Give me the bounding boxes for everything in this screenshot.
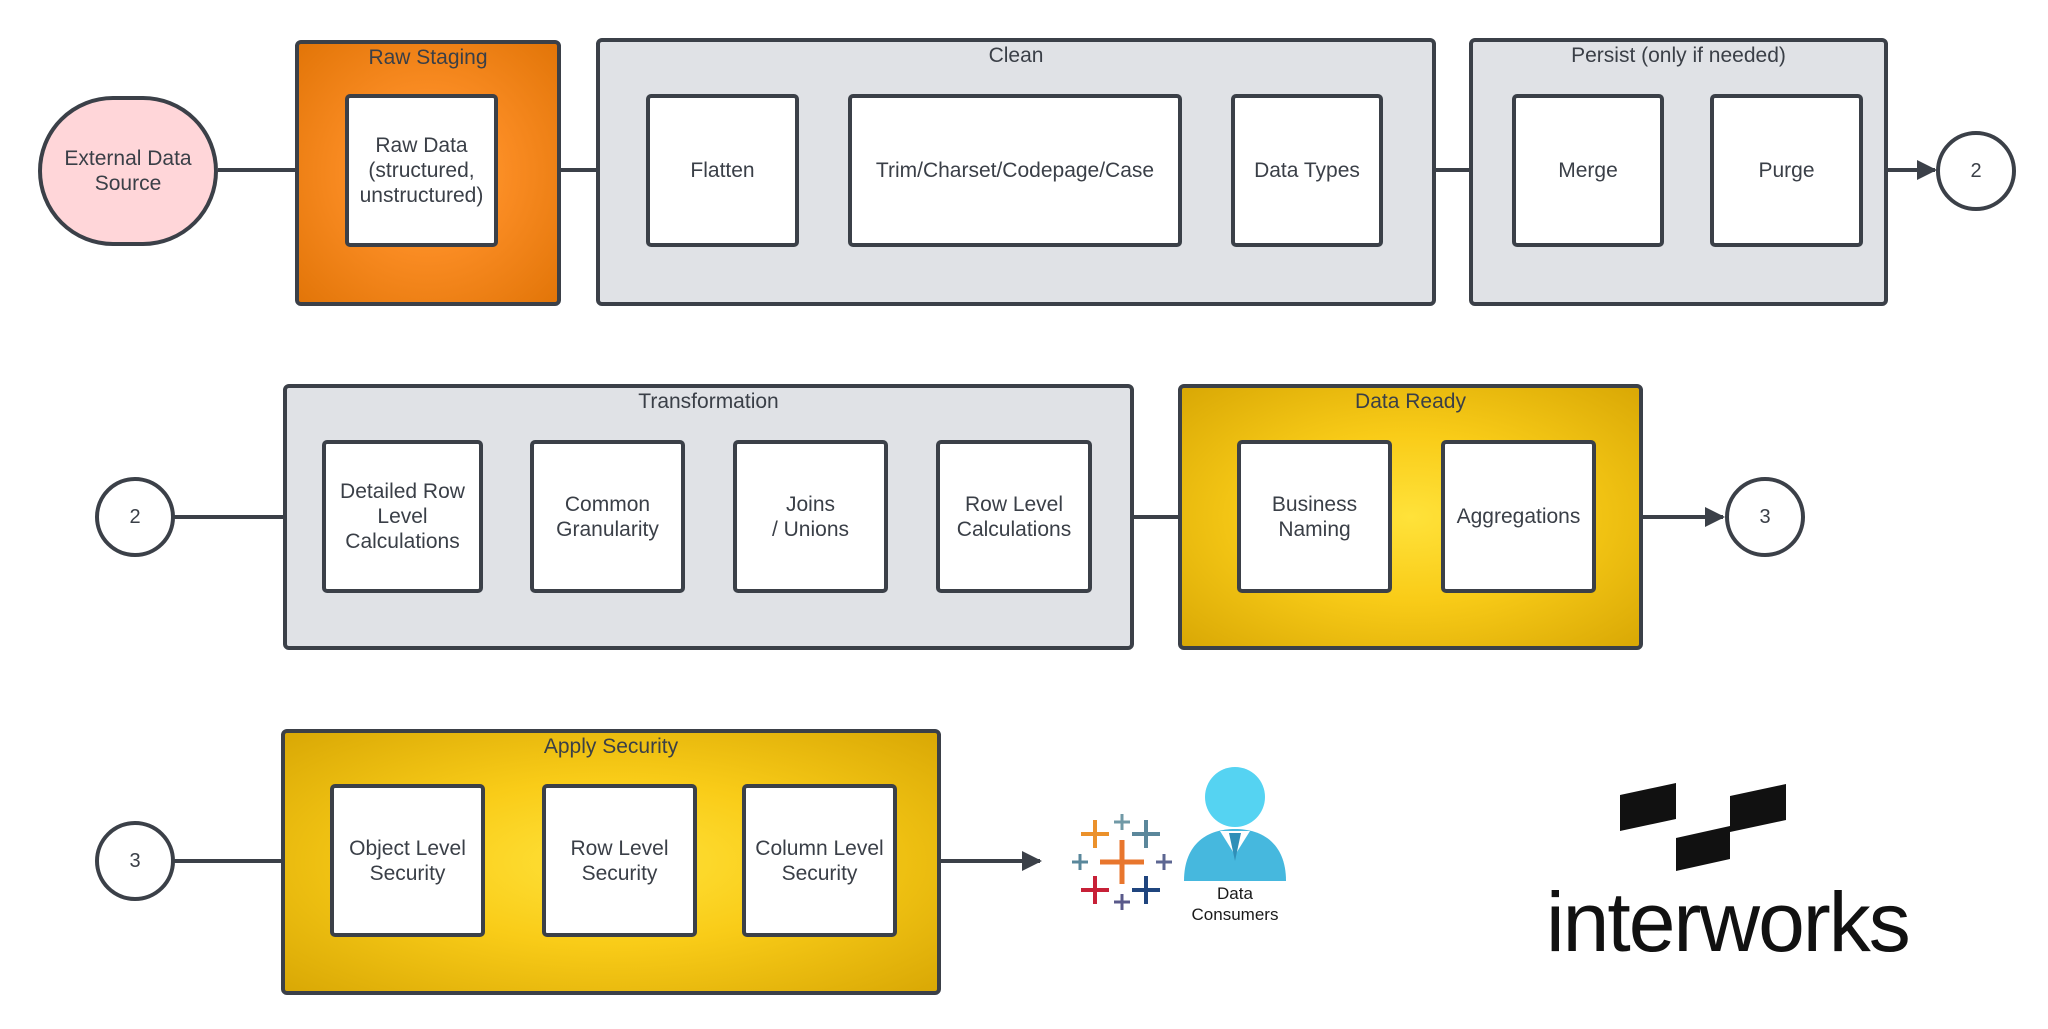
group-label: Apply Security [543, 735, 679, 758]
connector-2-out: 2 [1936, 131, 2016, 211]
external-data-source: External Data Source [38, 96, 218, 246]
step-data-types: Data Types [1231, 94, 1383, 247]
interworks-wordmark: interworks [1546, 875, 1911, 969]
step-merge: Merge [1512, 94, 1664, 247]
data-consumers-label: Data Consumers [1191, 884, 1279, 924]
step-business-naming: Business Naming [1237, 440, 1392, 593]
interworks-logo-icon [1620, 783, 1786, 871]
group-label: Raw Staging [368, 46, 488, 69]
step-row-level-calculations: Row Level Calculations [936, 440, 1092, 593]
step-row-level-security: Row Level Security [542, 784, 697, 937]
step-object-level-security: Object Level Security [330, 784, 485, 937]
group-label: Data Ready [1355, 390, 1466, 413]
step-purge: Purge [1710, 94, 1863, 247]
connector-2-in: 2 [95, 477, 175, 557]
group-label: Transformation [638, 390, 779, 413]
connector-3-out: 3 [1725, 477, 1805, 557]
step-common-granularity: Common Granularity [530, 440, 685, 593]
tableau-logo-icon [1072, 814, 1172, 910]
group-label: Persist (only if needed) [1571, 44, 1786, 67]
step-joins-unions: Joins / Unions [733, 440, 888, 593]
step-detailed-row-level-calculations: Detailed Row Level Calculations [322, 440, 483, 593]
group-label: Clean [988, 44, 1044, 67]
step-column-level-security: Column Level Security [742, 784, 897, 937]
connector-3-in: 3 [95, 821, 175, 901]
step-trim-charset: Trim/Charset/Codepage/Case [848, 94, 1182, 247]
step-raw-data: Raw Data (structured, unstructured) [345, 94, 498, 247]
step-aggregations: Aggregations [1441, 440, 1596, 593]
step-flatten: Flatten [646, 94, 799, 247]
person-icon [1184, 767, 1286, 881]
